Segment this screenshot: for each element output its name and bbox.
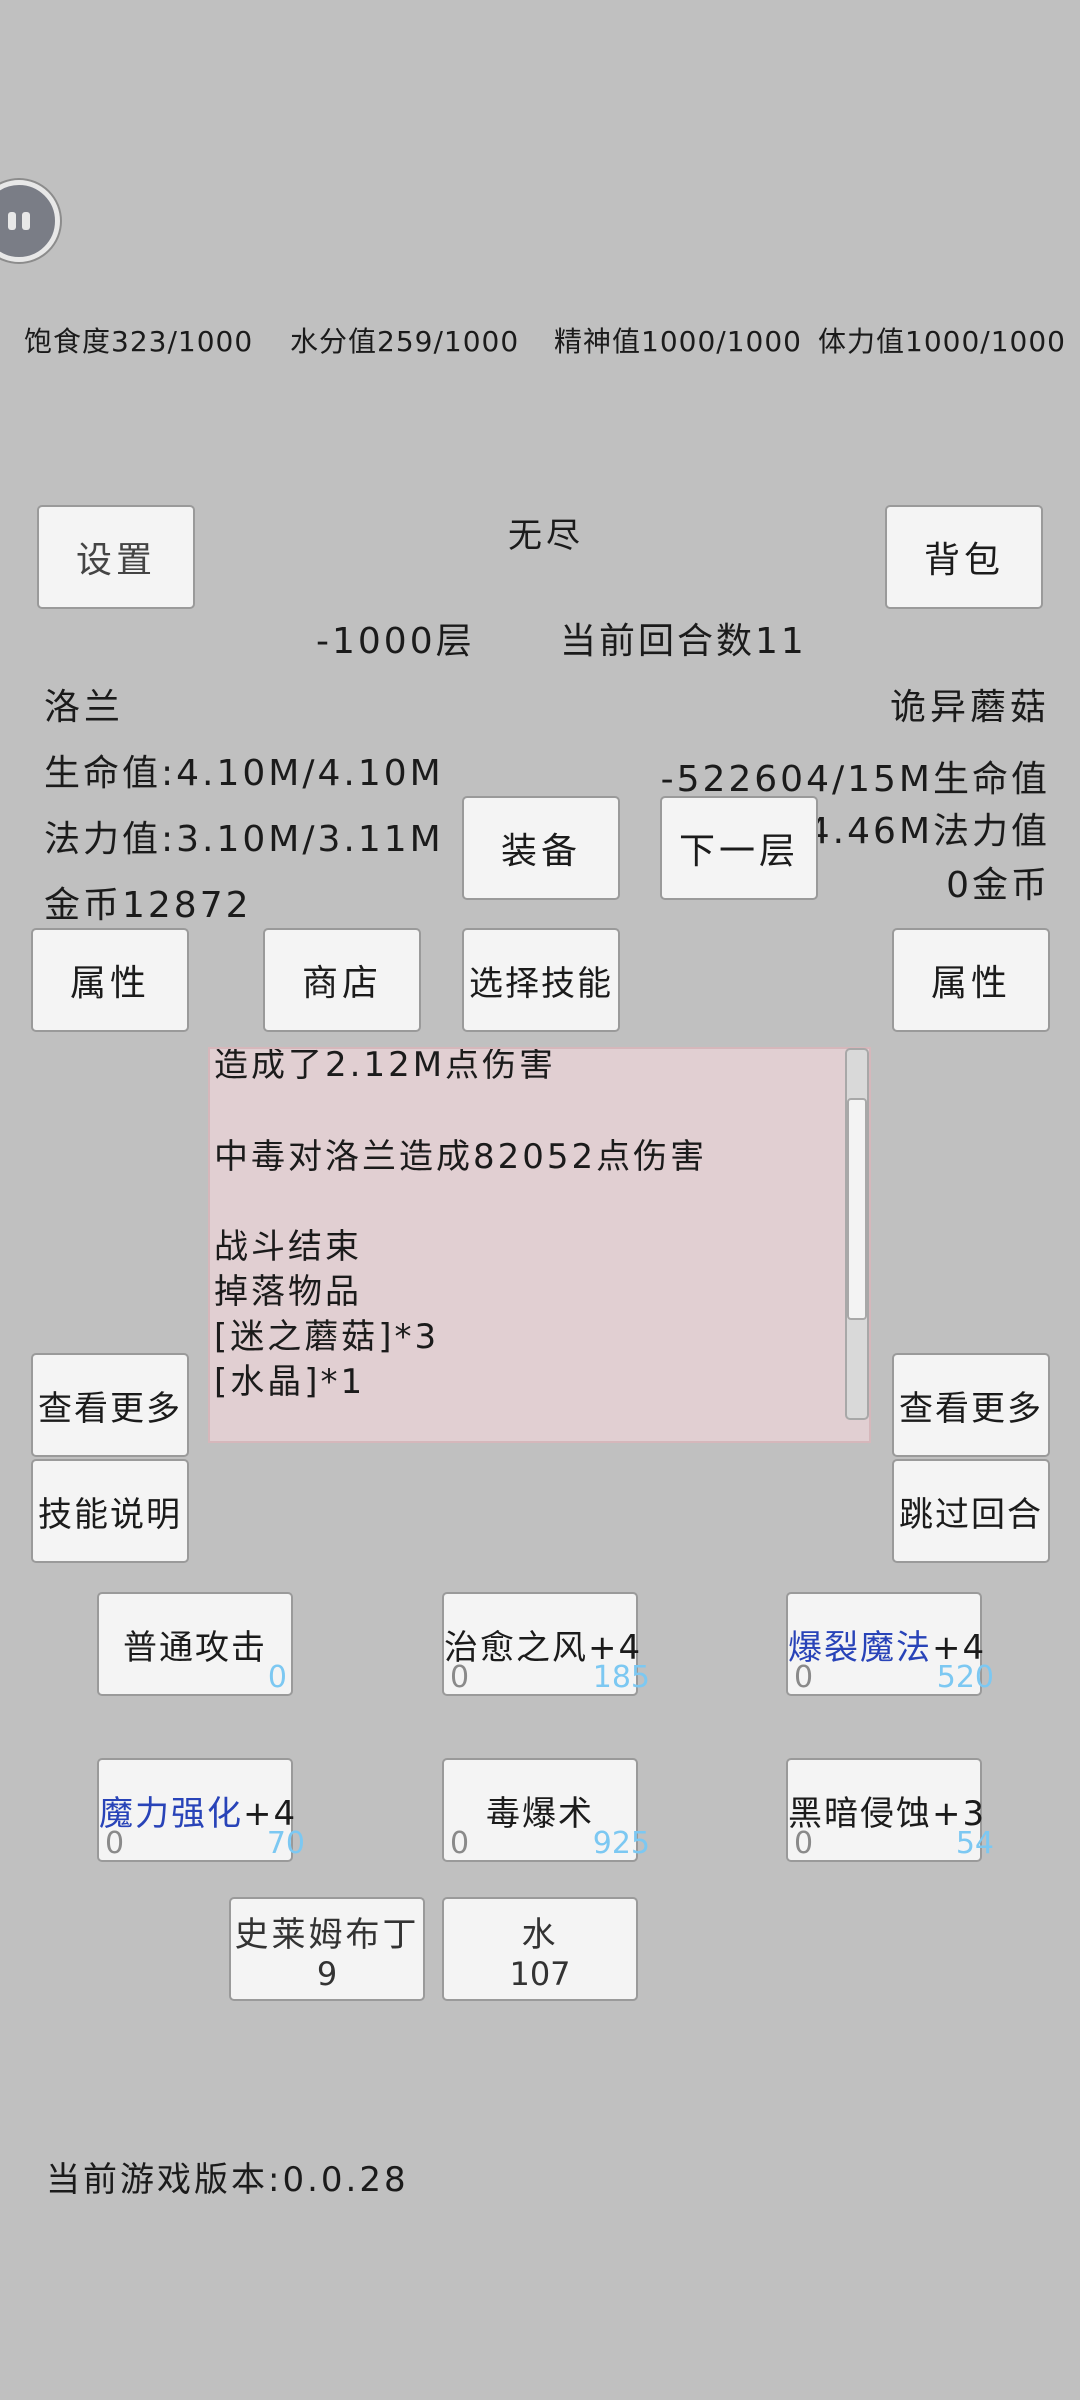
item-count: 107 [509,1955,571,1993]
enemy-hp: -522604/15M生命值 [660,759,1050,800]
floating-ball-icon[interactable] [0,180,60,262]
next-floor-button[interactable]: 下一层 [660,796,818,900]
skill-level: +3 [932,1794,987,1834]
skill-name: 黑暗侵蚀 [788,1794,932,1834]
satiety-stat: 饱食度323/1000 [24,325,254,358]
skill-cost: 185 [592,1660,650,1695]
skill-cost: 70 [266,1826,305,1861]
skill-level: +4 [932,1628,987,1668]
player-gold: 金币12872 [44,885,252,926]
item-name: 水 [521,1915,559,1955]
player-name: 洛兰 [44,687,125,728]
skill-level: +4 [588,1628,643,1668]
skill-dark-erosion[interactable]: 黑暗侵蚀+3 0 54 [786,1758,994,1862]
log-line: 掉落物品 [214,1272,362,1312]
log-line: [水晶]*1 [214,1362,366,1402]
skill-poison-burst[interactable]: 毒爆术 0 925 [442,1758,650,1862]
item-name: 史莱姆布丁 [234,1915,420,1955]
enemy-name: 诡异蘑菇 [889,687,1050,728]
spirit-stat: 精神值1000/1000 [554,325,802,358]
skill-normal-attack[interactable]: 普通攻击 0 [97,1592,293,1696]
player-hp: 生命值:4.10M/4.10M [44,753,444,794]
equip-button[interactable]: 装备 [462,796,620,900]
skill-mana-boost[interactable]: 魔力强化+4 0 70 [97,1758,305,1862]
player-attributes-button[interactable]: 属性 [31,928,189,1032]
player-mp: 法力值:3.10M/3.11M [44,819,444,860]
skill-count: 0 [794,1660,814,1695]
skill-count: 0 [105,1826,125,1861]
shop-button[interactable]: 商店 [263,928,421,1032]
skill-count: 0 [450,1826,470,1861]
round-counter: 当前回合数11 [560,621,807,662]
item-count: 9 [316,1955,338,1993]
skill-name: 普通攻击 [123,1628,267,1668]
skill-name: 魔力强化 [99,1794,243,1834]
enemy-mp: 4.46M法力值 [806,811,1050,852]
skill-description-button[interactable]: 技能说明 [31,1459,189,1563]
log-line: 战斗结束 [214,1227,362,1267]
mode-title: 无尽 [508,516,584,556]
skill-cost: 0 [267,1660,287,1695]
view-more-right-button[interactable]: 查看更多 [892,1353,1050,1457]
settings-button[interactable]: 设置 [37,505,195,609]
enemy-attributes-button[interactable]: 属性 [892,928,1050,1032]
item-slime-pudding[interactable]: 史莱姆布丁 9 [229,1897,425,2001]
hydration-stat: 水分值259/1000 [290,325,520,358]
skill-cost: 520 [936,1660,994,1695]
backpack-button[interactable]: 背包 [885,505,1043,609]
floor-label: -1000层 [316,621,475,662]
skill-name: 治愈之风 [444,1628,588,1668]
skill-cost: 925 [592,1826,650,1861]
log-line: 造成了2.12M点伤害 [214,1047,557,1085]
item-water[interactable]: 水 107 [442,1897,638,2001]
skill-healing-wind[interactable]: 治愈之风+4 0 185 [442,1592,650,1696]
skill-explosion-magic[interactable]: 爆裂魔法+4 0 520 [786,1592,994,1696]
enemy-gold: 0金币 [946,865,1050,906]
log-line: [迷之蘑菇]*3 [214,1317,440,1357]
choose-skill-button[interactable]: 选择技能 [462,928,620,1032]
skill-name: 爆裂魔法 [788,1628,932,1668]
game-version: 当前游戏版本:0.0.28 [46,2160,409,2200]
log-scrollbar-thumb[interactable] [847,1098,867,1320]
skill-name: 毒爆术 [486,1794,594,1834]
stamina-stat: 体力值1000/1000 [818,325,1066,358]
log-line: 中毒对洛兰造成82052点伤害 [214,1137,708,1177]
battle-log[interactable]: 造成了2.12M点伤害 中毒对洛兰造成82052点伤害 战斗结束 掉落物品 [迷… [208,1047,871,1443]
skill-count: 0 [794,1826,814,1861]
skill-level: +4 [243,1794,298,1834]
view-more-left-button[interactable]: 查看更多 [31,1353,189,1457]
skip-round-button[interactable]: 跳过回合 [892,1459,1050,1563]
skill-count: 0 [450,1660,470,1695]
skill-cost: 54 [955,1826,994,1861]
